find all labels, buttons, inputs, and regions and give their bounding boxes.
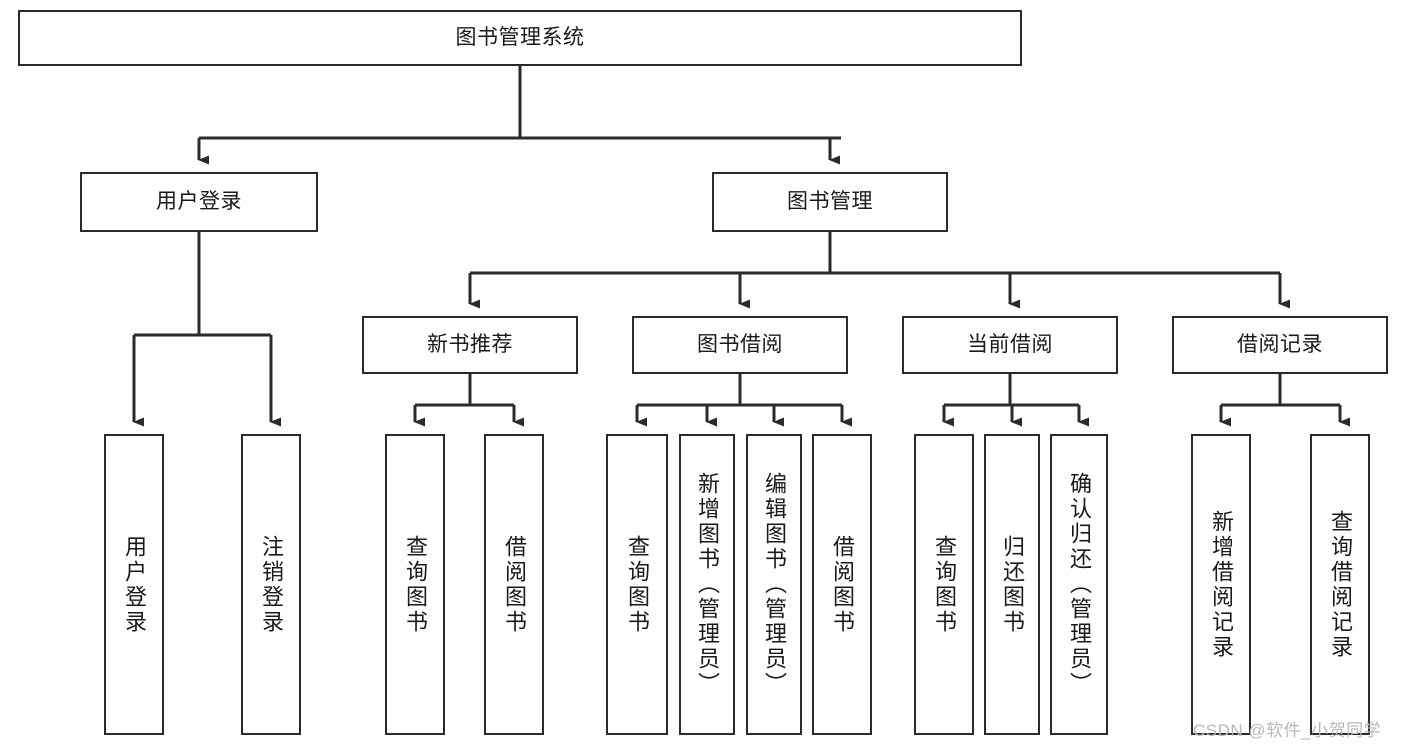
node-label: 当前借阅 <box>967 332 1053 356</box>
node-root-system[interactable]: 图书管理系统 <box>18 10 1022 66</box>
node-label: 新书推荐 <box>427 332 513 356</box>
node-label: 查询图书 <box>403 534 428 635</box>
node-label: 归还图书 <box>1000 534 1025 635</box>
leaf-query-book-current[interactable]: 查询图书 <box>914 434 974 735</box>
leaf-add-borrow-record[interactable]: 新增借阅记录 <box>1191 434 1251 735</box>
node-borrow-record[interactable]: 借阅记录 <box>1172 316 1388 374</box>
node-label: 借阅图书 <box>502 534 527 635</box>
leaf-add-book-admin[interactable]: 新增图书（管理员） <box>679 434 735 735</box>
csdn-watermark: CSDN @软件_小贺同学 <box>1193 721 1382 740</box>
leaf-query-book-borrow[interactable]: 查询图书 <box>606 434 668 735</box>
node-label: 图书管理系统 <box>455 25 585 49</box>
node-label: 查询图书 <box>625 534 650 635</box>
leaf-borrow-book-recommend[interactable]: 借阅图书 <box>484 434 544 735</box>
leaf-edit-book-admin[interactable]: 编辑图书（管理员） <box>746 434 802 735</box>
node-label: 图书借阅 <box>697 332 783 356</box>
leaf-query-borrow-record[interactable]: 查询借阅记录 <box>1310 434 1370 735</box>
node-label: 借阅图书 <box>830 534 855 635</box>
node-label: 查询借阅记录 <box>1328 509 1353 660</box>
node-label: 编辑图书（管理员） <box>762 472 787 697</box>
leaf-logout[interactable]: 注销登录 <box>241 434 301 735</box>
node-label: 用户登录 <box>156 189 242 213</box>
leaf-query-book-recommend[interactable]: 查询图书 <box>385 434 445 735</box>
node-label: 新增图书（管理员） <box>695 472 720 697</box>
node-label: 图书管理 <box>787 189 873 213</box>
node-book-borrow[interactable]: 图书借阅 <box>632 316 848 374</box>
node-label: 确认归还（管理员） <box>1067 472 1092 697</box>
leaf-confirm-return-admin[interactable]: 确认归还（管理员） <box>1050 434 1108 735</box>
node-label: 注销登录 <box>259 534 284 635</box>
leaf-borrow-book[interactable]: 借阅图书 <box>812 434 872 735</box>
node-label: 用户登录 <box>122 534 147 635</box>
node-new-book-recommend[interactable]: 新书推荐 <box>362 316 578 374</box>
node-current-borrow[interactable]: 当前借阅 <box>902 316 1118 374</box>
node-label: 新增借阅记录 <box>1209 509 1234 660</box>
leaf-return-book[interactable]: 归还图书 <box>984 434 1040 735</box>
node-book-management[interactable]: 图书管理 <box>712 172 948 232</box>
node-label: 借阅记录 <box>1237 332 1323 356</box>
leaf-user-login[interactable]: 用户登录 <box>104 434 164 735</box>
node-label: 查询图书 <box>932 534 957 635</box>
node-user-login[interactable]: 用户登录 <box>80 172 318 232</box>
